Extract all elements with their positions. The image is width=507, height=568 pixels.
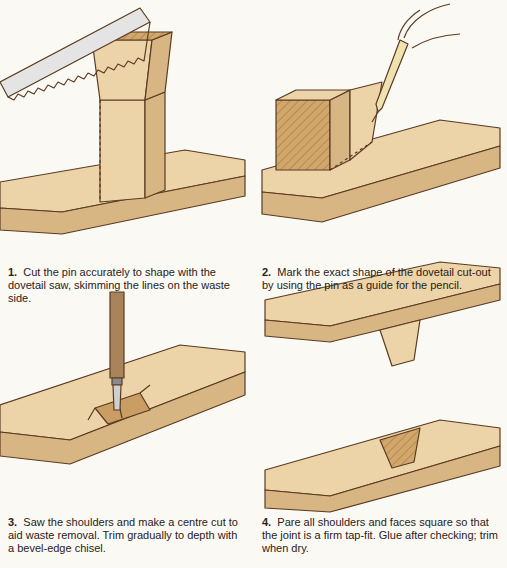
step-caption: 2. Mark the exact shape of the dovetail …	[262, 266, 500, 292]
step-text: Mark the exact shape of the dovetail cut…	[262, 266, 491, 291]
step-number: 3.	[8, 516, 17, 528]
step-caption: 4. Pare all shoulders and faces square s…	[262, 516, 500, 555]
step-caption: 1. Cut the pin accurately to shape with …	[8, 266, 246, 305]
step-number: 1.	[8, 266, 17, 278]
step-text: Pare all shoulders and faces square so t…	[262, 516, 498, 554]
step-number: 2.	[262, 266, 271, 278]
step-text: Cut the pin accurately to shape with the…	[8, 266, 230, 304]
step-text: Saw the shoulders and make a centre cut …	[8, 516, 238, 554]
step-number: 4.	[262, 516, 271, 528]
step-caption: 3. Saw the shoulders and make a centre c…	[8, 516, 246, 555]
